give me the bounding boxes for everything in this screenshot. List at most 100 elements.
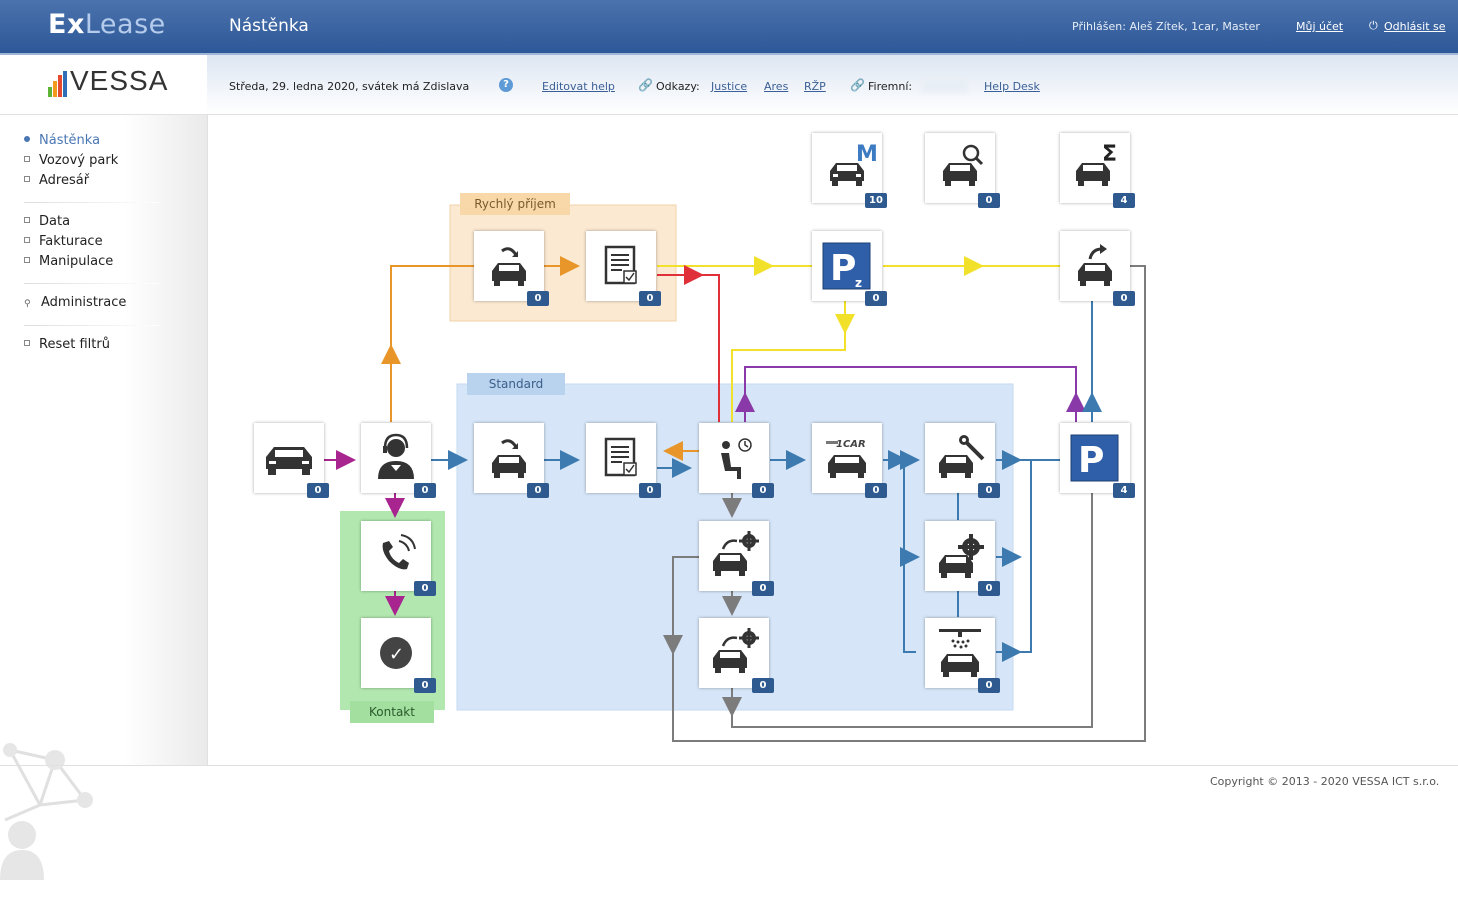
count-badge: 0 — [414, 483, 436, 498]
bullet-icon — [24, 339, 30, 346]
check-circle-icon: ✓ — [380, 637, 412, 669]
car-wrench-icon — [939, 435, 985, 478]
tile-quick-document[interactable]: 0 — [586, 231, 661, 306]
nav-label: Vozový park — [39, 153, 119, 168]
page-title: Nástěnka — [229, 16, 309, 36]
nav-address-book[interactable]: Adresář — [24, 173, 89, 188]
nav-label: Fakturace — [39, 234, 103, 249]
tile-parking[interactable]: P 4 — [1060, 423, 1135, 498]
nav-label: Administrace — [41, 295, 127, 310]
count-badge: 0 — [978, 678, 1000, 693]
quick-intake-label: Rychlý příjem — [474, 197, 556, 211]
nav-fleet[interactable]: Vozový park — [24, 153, 118, 168]
nav-reset-filters[interactable]: Reset filtrů — [24, 337, 110, 352]
date-text: Středa, 29. ledna 2020, svátek má Zdisla… — [229, 80, 470, 93]
waiting-clock-icon — [721, 438, 752, 479]
parking-icon: P — [1070, 434, 1119, 482]
my-account-link[interactable]: Můj účet — [1296, 20, 1344, 33]
company-label: Firemní: — [868, 80, 913, 93]
help-desk-link[interactable]: Help Desk — [984, 80, 1040, 93]
company-link-icon: 🔗 — [850, 78, 865, 92]
document-check-icon — [604, 245, 637, 285]
tile-car-search[interactable]: 0 — [925, 133, 1000, 208]
standard-label: Standard — [488, 377, 544, 391]
phone-icon — [382, 534, 416, 570]
count-badge: 0 — [527, 483, 549, 498]
tile-quick-intake[interactable]: 0 — [474, 231, 549, 306]
tile-repair[interactable]: 0 — [925, 423, 1000, 498]
bullet-icon — [24, 256, 30, 263]
tile-wash[interactable]: 0 — [925, 618, 1000, 693]
ares-link[interactable]: Ares — [764, 80, 789, 93]
tile-done[interactable]: ✓ 0 — [361, 618, 436, 693]
svg-text:✓: ✓ — [389, 644, 404, 665]
car-m-icon: M — [830, 142, 878, 186]
nav-data[interactable]: Data — [24, 214, 70, 229]
svg-text:z: z — [855, 276, 862, 290]
footer-divider — [0, 765, 1458, 766]
company-link-blurred[interactable] — [922, 80, 968, 92]
contact-label: Kontakt — [369, 705, 415, 719]
rzp-link[interactable]: RŽP — [804, 80, 826, 93]
sidebar — [0, 115, 208, 880]
svg-text:1CAR: 1CAR — [836, 439, 866, 450]
car-dispatch-icon — [1078, 244, 1112, 286]
tile-operator[interactable]: 0 — [361, 423, 436, 498]
copyright: Copyright © 2013 - 2020 VESSA ICT s.r.o. — [1210, 775, 1440, 788]
car-search-icon — [943, 144, 984, 186]
count-badge: 10 — [865, 193, 887, 208]
power-icon: ⏻ — [1369, 19, 1378, 32]
tile-settings[interactable]: 0 — [925, 521, 1000, 596]
nav-invoicing[interactable]: Fakturace — [24, 234, 103, 249]
count-badge: 0 — [865, 483, 887, 498]
tile-car-sum[interactable]: Σ 4 — [1060, 133, 1135, 208]
tile-dispatch[interactable]: 0 — [1060, 231, 1135, 306]
svg-text:M: M — [856, 142, 878, 167]
car-1car-icon: 1CAR — [826, 439, 866, 478]
tile-car-m[interactable]: M 10 — [812, 133, 887, 208]
count-badge: 0 — [1113, 291, 1135, 306]
bullet-icon — [24, 236, 30, 243]
info-bar — [207, 55, 1458, 115]
tile-new-car[interactable]: 0 — [254, 423, 329, 498]
link-icon: 🔗 — [638, 78, 653, 92]
car-service-icon — [713, 628, 759, 673]
document-check-icon — [604, 437, 637, 477]
nav-dashboard[interactable]: Nástěnka — [24, 133, 100, 148]
nav-divider — [24, 202, 159, 203]
nav-label: Adresář — [39, 173, 90, 188]
tile-phone[interactable]: 0 — [361, 521, 436, 596]
tile-1car[interactable]: 1CAR 0 — [812, 423, 887, 498]
logo-name: VESSA — [70, 65, 169, 96]
count-badge: 0 — [752, 678, 774, 693]
car-service-icon — [713, 531, 759, 576]
count-badge: 0 — [752, 581, 774, 596]
links-label: Odkazy: — [656, 80, 700, 93]
nav-handling[interactable]: Manipulace — [24, 254, 113, 269]
tile-service-2[interactable]: 0 — [699, 618, 774, 693]
count-badge: 0 — [752, 483, 774, 498]
tile-standard-intake[interactable]: 0 — [474, 423, 549, 498]
brand-logo[interactable]: ExLease — [48, 9, 166, 40]
brand-ex: Ex — [48, 9, 85, 40]
brand-lease: Lease — [84, 9, 166, 40]
car-wash-icon — [939, 629, 981, 677]
car-icon — [266, 447, 312, 475]
tile-waiting[interactable]: 0 — [699, 423, 774, 498]
car-gear-icon — [939, 534, 984, 578]
count-badge: 0 — [978, 193, 1000, 208]
count-badge: 0 — [307, 483, 329, 498]
tile-service-1[interactable]: 0 — [699, 521, 774, 596]
nav-administration[interactable]: ⚲Administrace — [24, 295, 126, 310]
car-intake-icon — [492, 439, 526, 478]
logo-bars-icon — [48, 71, 68, 97]
justice-link[interactable]: Justice — [711, 80, 748, 93]
help-icon[interactable]: ? — [499, 78, 513, 92]
nav-label: Manipulace — [39, 254, 114, 269]
count-badge: 0 — [978, 581, 1000, 596]
logout-link[interactable]: Odhlásit se — [1384, 20, 1446, 33]
edit-help-link[interactable]: Editovat help — [542, 80, 615, 93]
tile-standard-document[interactable]: 0 — [586, 423, 661, 498]
svg-text:P: P — [1078, 440, 1104, 481]
